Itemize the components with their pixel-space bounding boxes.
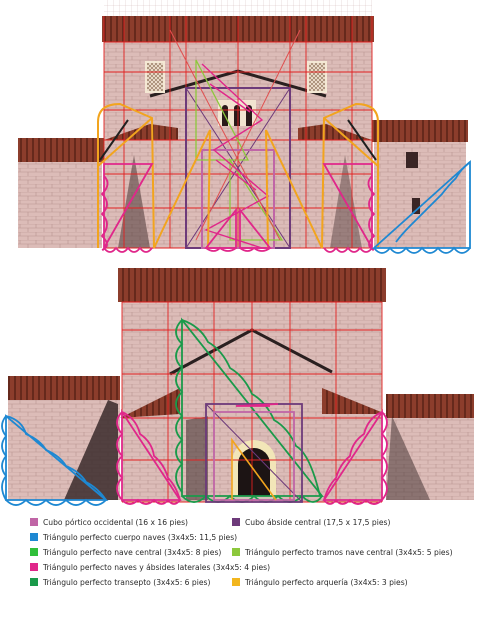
legend-label: Triángulo perfecto nave central (3x4x5: … — [43, 547, 222, 557]
legend-label: Triángulo perfecto transepto (3x4x5: 6 p… — [43, 577, 211, 587]
right-wing-roof — [372, 120, 468, 142]
nave-bay-triangles — [195, 59, 284, 241]
lateral-triangles-top — [100, 163, 376, 253]
tower-roof-bottom — [118, 268, 386, 302]
lateral-triangles-bottom — [116, 403, 388, 505]
arcade-triangle-bottom — [231, 437, 277, 501]
east-elevation — [1, 268, 474, 506]
legend-label: Triángulo perfecto naves y ábsides later… — [43, 562, 271, 572]
legend-label: Cubo pórtico occidental (16 x 16 pies) — [43, 517, 189, 527]
apse-cube-diagonals — [185, 87, 291, 249]
left-wing-roof-bottom — [8, 376, 120, 400]
left-lattice-window — [145, 61, 165, 93]
portal-opening — [238, 448, 270, 502]
bell-openings — [218, 100, 256, 126]
right-aisle-roof — [298, 124, 372, 140]
legend-item: Triángulo perfecto tramos nave central (… — [232, 546, 453, 558]
nave-body-triangle-top — [371, 159, 471, 254]
legend-item: Triángulo perfecto cuerpo naves (3x4x5: … — [30, 531, 237, 543]
legend-swatch — [232, 518, 240, 526]
legend-label: Triángulo perfecto arquería (3x4x5: 3 pi… — [245, 577, 408, 587]
right-wing-roof-bottom — [386, 394, 474, 418]
legend-label: Triángulo perfecto tramos nave central (… — [245, 547, 453, 557]
legend: Cubo pórtico occidental (16 x 16 pies) Cu… — [0, 510, 480, 640]
legend-swatch — [30, 548, 38, 556]
arch-shadow-bottom — [186, 416, 210, 500]
west-elevation — [18, 0, 471, 254]
apse-cube-diagonal-bottom — [205, 403, 303, 503]
tower-red-diagonals — [169, 29, 301, 241]
small-window-left-wing — [412, 198, 420, 214]
legend-label: Triángulo perfecto cuerpo naves (3x4x5: … — [43, 532, 238, 542]
legend-label: Cubo ábside central (17,5 x 17,5 pies) — [245, 517, 391, 527]
arcade-triangles-top — [97, 102, 379, 249]
nave-body-triangle-bottom — [1, 414, 109, 506]
apse-cube-bottom — [205, 403, 303, 503]
small-window-right-wing — [406, 152, 418, 168]
legend-swatch — [232, 578, 240, 586]
upper-grid — [104, 0, 372, 16]
tower-zigzag-triangles — [201, 63, 270, 249]
left-wing-wall — [18, 162, 102, 248]
bottom-red-grid — [121, 301, 383, 503]
legend-item: Triángulo perfecto naves y ábsides later… — [30, 561, 270, 573]
left-wing-roof — [18, 138, 104, 162]
right-lattice-window — [307, 61, 327, 93]
right-aisle-roof-bottom — [322, 388, 386, 414]
portico-cube-bottom — [213, 411, 295, 501]
left-aisle-roof — [104, 124, 178, 140]
legend-swatch — [30, 518, 38, 526]
legend-item: Triángulo perfecto nave central (3x4x5: … — [30, 546, 221, 558]
legend-item: Cubo pórtico occidental (16 x 16 pies) — [30, 516, 188, 528]
legend-swatch — [30, 563, 38, 571]
portico-cube — [201, 149, 275, 249]
arch-outlines-top — [99, 119, 377, 161]
legend-item: Triángulo perfecto transepto (3x4x5: 6 p… — [30, 576, 210, 588]
legend-item: Triángulo perfecto arquería (3x4x5: 3 pi… — [232, 576, 408, 588]
legend-swatch — [30, 578, 38, 586]
right-shadow-bottom — [386, 416, 430, 500]
left-aisle-roof-bottom — [120, 388, 180, 418]
portal-step — [226, 496, 282, 502]
legend-swatch — [30, 533, 38, 541]
legend-swatch — [232, 548, 240, 556]
legend-item: Cubo ábside central (17,5 x 17,5 pies) — [232, 516, 390, 528]
church-proportion-diagram — [1, 0, 474, 506]
right-wing-wall — [374, 142, 466, 248]
left-shadow — [118, 155, 150, 248]
